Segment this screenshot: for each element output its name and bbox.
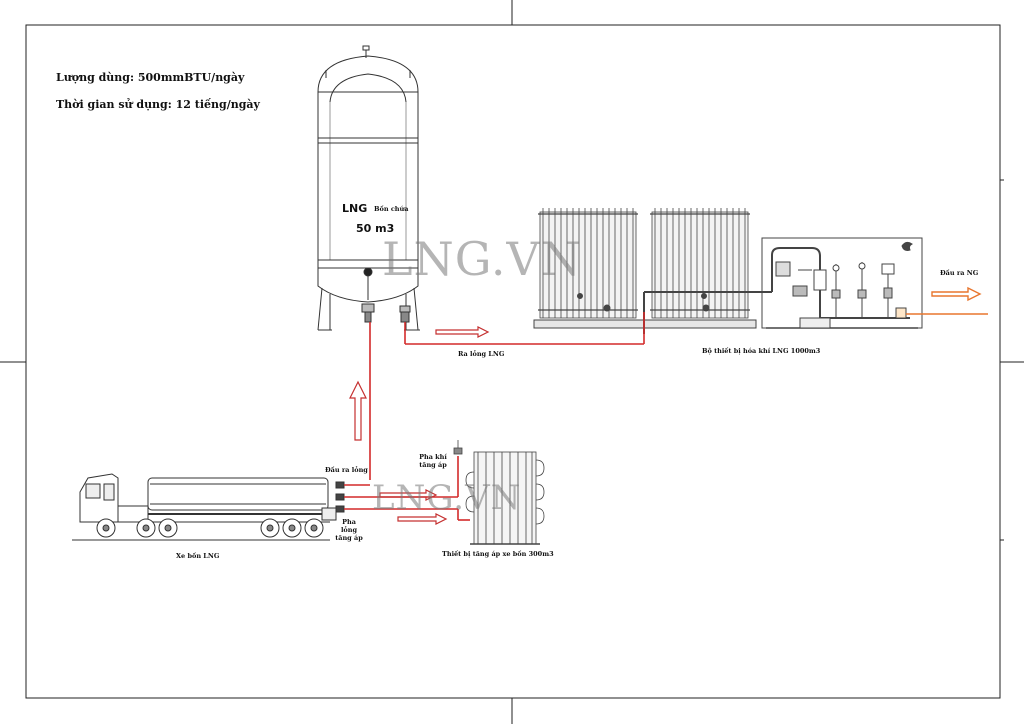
flow-arrows	[349, 326, 490, 525]
booster-vaporizer	[453, 440, 545, 545]
vaporizer-bank-2	[650, 208, 750, 319]
tank-capacity-label: 50 m3	[356, 222, 395, 235]
pressure-gas-label-line1: Pha khí	[419, 453, 447, 461]
pressure-liquid-label-line2: tăng áp	[335, 534, 363, 542]
tank-name-label: Bồn chứa	[374, 205, 409, 213]
ng-output	[906, 286, 988, 315]
lng-liquid-lines	[344, 312, 645, 521]
storage-tank	[317, 45, 420, 331]
watermark-main: LNG.VN	[382, 232, 582, 286]
vaporizer-label: Bộ thiết bị hóa khí LNG 1000m3	[702, 347, 821, 355]
truck-label: Xe bồn LNG	[176, 552, 220, 560]
pressure-gas-label-line2: tăng áp	[419, 461, 447, 469]
booster-label: Thiết bị tăng áp xe bồn 300m3	[442, 550, 554, 558]
pressure-gas-label: Pha khí tăng áp	[418, 453, 448, 469]
tank-product-label: LNG	[342, 202, 368, 215]
liquid-outlet-label: Đầu ra lỏng	[325, 466, 368, 474]
lng-tanker-truck	[72, 473, 345, 541]
ng-outlet-label: Đầu ra NG	[940, 269, 979, 277]
consumption-note: Lượng dùng: 500mmBTU/ngày	[56, 71, 245, 84]
watermark-secondary: LNG.VN	[372, 478, 522, 518]
pressure-liquid-label: Pha lỏng tăng áp	[333, 518, 365, 542]
lng-outlet-label: Ra lỏng LNG	[458, 350, 505, 358]
pressure-liquid-label-line1: Pha lỏng	[340, 518, 358, 534]
regulating-station	[761, 237, 923, 329]
usage-time-note: Thời gian sử dụng: 12 tiếng/ngày	[56, 98, 260, 111]
vaporizer-bank-1	[538, 208, 638, 319]
